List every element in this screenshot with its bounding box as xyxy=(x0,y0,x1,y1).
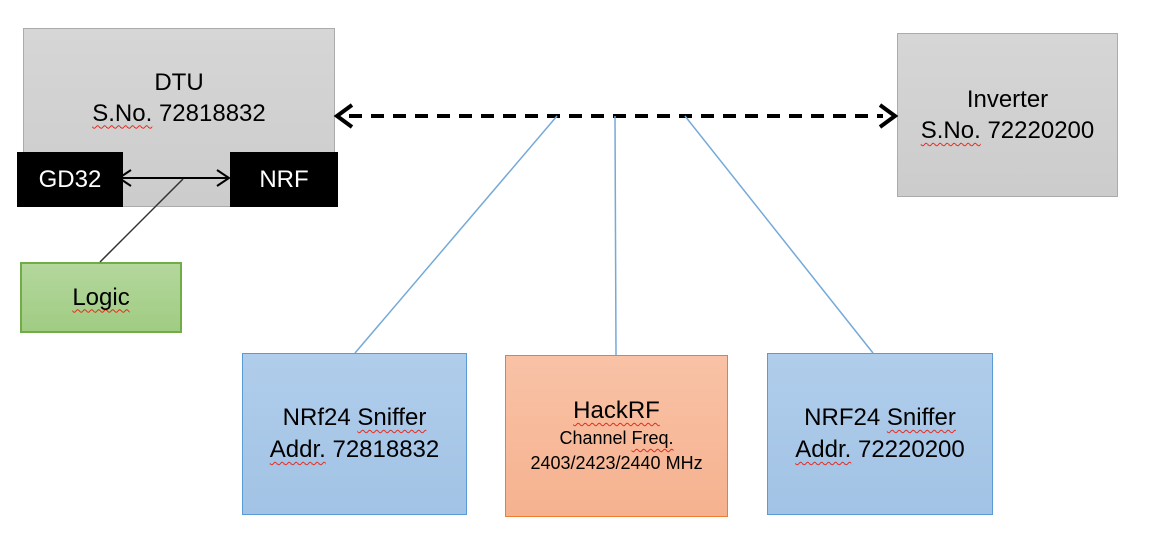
inverter-box: Inverter S.No. 72220200 xyxy=(897,33,1118,197)
inverter-serial-line: S.No. 72220200 xyxy=(921,115,1094,146)
sniffer-right-role: Sniffer xyxy=(886,404,956,431)
dtu-inverter-dashed-arrow xyxy=(333,103,899,129)
inverter-sno-label: S.No. xyxy=(920,117,981,144)
dtu-title: DTU xyxy=(154,68,204,96)
sniffer-left-address-line: Addr. 72818832 xyxy=(270,434,440,466)
sniffer-left-box: NRf24 Sniffer Addr. 72818832 xyxy=(242,353,467,515)
sniffer-right-address: 72220200 xyxy=(857,436,965,463)
sniffer-right-box: NRF24 Sniffer Addr. 72220200 xyxy=(767,353,993,515)
hackrf-connector-line xyxy=(614,115,617,356)
dtu-serial-line: S.No. 72818832 xyxy=(92,98,265,129)
sniffer-right-addr-label: Addr. xyxy=(795,436,852,463)
hackrf-freq-label: Freq. xyxy=(631,428,674,448)
sniffer-left-title: NRf24 Sniffer xyxy=(283,402,427,434)
logic-box: Logic xyxy=(20,262,182,333)
sniffer-left-connector-line xyxy=(354,115,558,354)
sniffer-right-address-line: Addr. 72220200 xyxy=(795,434,965,466)
logic-label: Logic xyxy=(72,283,130,311)
sniffer-right-connector-line xyxy=(684,115,874,354)
sniffer-right-title: NRF24 Sniffer xyxy=(804,402,956,434)
sniffer-left-device: NRf24 xyxy=(282,404,351,431)
gd32-label: GD32 xyxy=(38,165,102,193)
gd32-chip: GD32 xyxy=(17,152,123,207)
hackrf-title: HackRF xyxy=(573,397,660,424)
inverter-title: Inverter xyxy=(966,86,1049,113)
sniffer-left-role: Sniffer xyxy=(357,404,427,431)
hackrf-box: HackRF Channel Freq. 2403/2423/2440 MHz xyxy=(505,355,728,517)
hackrf-channel-line: Channel Freq. xyxy=(559,426,673,451)
sniffer-left-addr-label: Addr. xyxy=(269,436,326,463)
sniffer-right-device: NRF24 xyxy=(804,404,881,431)
hackrf-frequencies: 2403/2423/2440 MHz xyxy=(530,453,703,473)
sniffer-left-address: 72818832 xyxy=(332,436,440,463)
dtu-serial: 72818832 xyxy=(158,99,266,127)
dtu-sno-label: S.No. xyxy=(92,99,153,127)
nrf-chip: NRF xyxy=(230,152,338,207)
nrf-label: NRF xyxy=(259,165,309,193)
inverter-serial: 72220200 xyxy=(987,117,1095,144)
hackrf-channel-label: Channel xyxy=(559,428,627,448)
